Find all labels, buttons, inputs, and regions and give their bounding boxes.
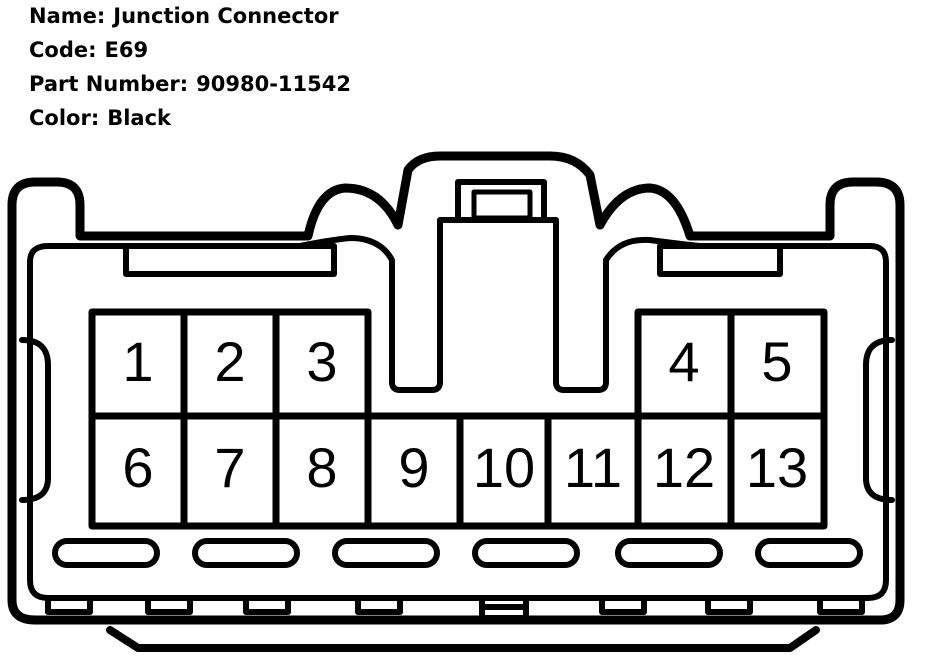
pin-label-5: 5: [761, 330, 792, 393]
pin-grid: [88, 308, 828, 530]
code-value: E69: [104, 38, 149, 62]
pin-label-3: 3: [306, 330, 337, 393]
lock-tab-inner: [471, 189, 533, 221]
left-side-bump: [19, 337, 51, 503]
lower-slots: [52, 538, 863, 568]
connector-info: Name: Junction Connector Code: E69 Part Nu…: [29, 0, 351, 136]
code-line: Code: E69: [29, 34, 351, 68]
left-latch-slot: [123, 243, 337, 277]
color-label: Color:: [29, 106, 100, 130]
pin-label-8: 8: [306, 436, 337, 499]
inner-body-outline: [27, 217, 889, 601]
bottom-rail: [106, 626, 820, 652]
pin-label-10: 10: [473, 436, 535, 499]
code-label: Code:: [29, 38, 97, 62]
pin-label-1: 1: [122, 330, 153, 393]
pin-label-7: 7: [214, 436, 245, 499]
part-number-label: Part Number:: [29, 72, 189, 96]
pin-label-13: 13: [746, 436, 808, 499]
right-side-bump: [863, 337, 895, 503]
pin-label-9: 9: [398, 436, 429, 499]
pin-label-6: 6: [122, 436, 153, 499]
name-value: Junction Connector: [113, 4, 339, 28]
part-number-value: 90980-11542: [196, 72, 351, 96]
pin-labels: 1 2 3 4 5 6 7 8 9 10 11 12 13: [122, 330, 808, 499]
color-line: Color: Black: [29, 102, 351, 136]
part-number-line: Part Number: 90980-11542: [29, 68, 351, 102]
right-latch-slot: [657, 243, 783, 277]
pin-label-11: 11: [564, 436, 622, 499]
name-label: Name:: [29, 4, 106, 28]
color-value: Black: [107, 106, 172, 130]
name-line: Name: Junction Connector: [29, 0, 351, 34]
pin-label-4: 4: [668, 330, 699, 393]
bottom-tabs: [45, 595, 865, 621]
housing-outline: [7, 151, 905, 625]
pin-label-12: 12: [653, 436, 715, 499]
pin-label-2: 2: [214, 330, 245, 393]
